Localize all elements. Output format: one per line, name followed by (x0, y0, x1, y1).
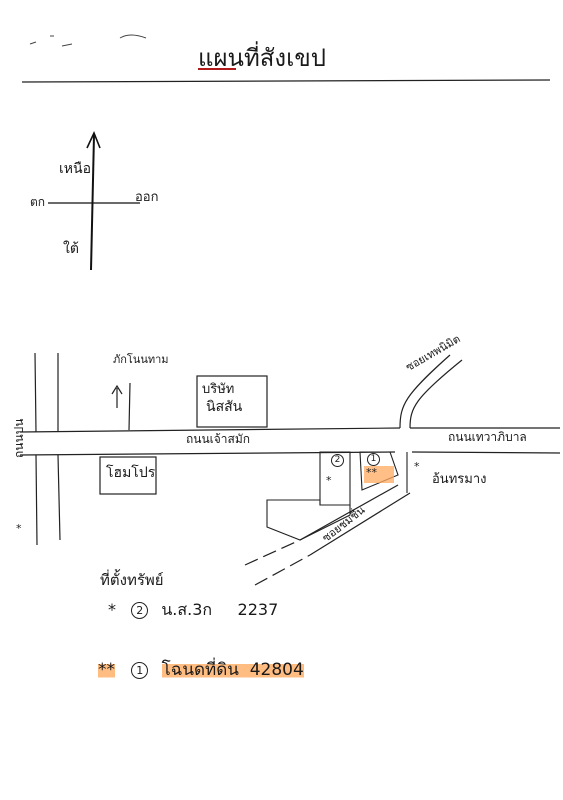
legend-item-1: ** 1 โฉนดที่ดิน 42804 (98, 656, 304, 683)
north-arrow-icon (86, 130, 101, 149)
compass-east-label: ออก (135, 190, 159, 205)
homepro-label: โฮมโปร (106, 465, 156, 481)
plot-2-star-icon: * (326, 474, 332, 487)
plot-1-highlight (364, 466, 394, 483)
legend-1-number: 1 (131, 661, 149, 679)
legend-2-star-icon: * (108, 600, 116, 619)
plot-2-number: 2 (331, 453, 352, 467)
lower-lot-outline (266, 499, 351, 541)
plot-1-star-icon: ** (366, 466, 377, 479)
legend-1-doc: โฉนดที่ดิน 42804 (161, 660, 304, 680)
legend-2-number: 2 (131, 602, 149, 619)
legend-2-docnumber: 2237 (237, 600, 279, 619)
plot-1-outline (359, 451, 399, 491)
legend-1-docnumber: 42804 (249, 660, 304, 680)
bridge-label: ภักโนนทาม (113, 353, 169, 366)
thara-label: อ้นทรมาง (432, 472, 487, 487)
legend-heading: ที่ตั้งทรัพย์ (100, 571, 164, 589)
thara-star-icon: * (414, 460, 420, 473)
map-title: แผนที่สังเขป (198, 44, 326, 72)
plot-1-number: 1 (367, 452, 388, 466)
scribble-marks (29, 34, 147, 47)
compass-rose (48, 130, 140, 271)
road-label-left: ถนนปน (12, 418, 26, 459)
road-label-right: ถนนเทวาภิบาล (448, 430, 527, 444)
compass-north-label: เหนือ (59, 161, 91, 177)
diagonal-soi (244, 484, 411, 586)
nissan-label-line1: บริษัท (202, 382, 235, 397)
nissan-label-line2: นิสสัน (206, 399, 243, 415)
title-accent-mark (198, 68, 236, 70)
legend-item-2: * 2 น.ส.3ก 2237 (108, 598, 278, 623)
homepro-building (99, 456, 157, 495)
road-edges (19, 352, 561, 546)
legend-2-doc: น.ส.3ก (161, 600, 213, 619)
road-label-main: ถนนเจ้าสมัก (186, 432, 251, 446)
bridge-arrow-icon (111, 384, 123, 408)
compass-south-label: ใต้ (63, 241, 79, 257)
legend-1-star-icon: ** (98, 660, 115, 680)
nissan-building (196, 375, 268, 428)
compass-west-label: ตก (30, 195, 46, 209)
left-road-star-icon: * (16, 522, 22, 535)
header-divider (21, 79, 551, 83)
